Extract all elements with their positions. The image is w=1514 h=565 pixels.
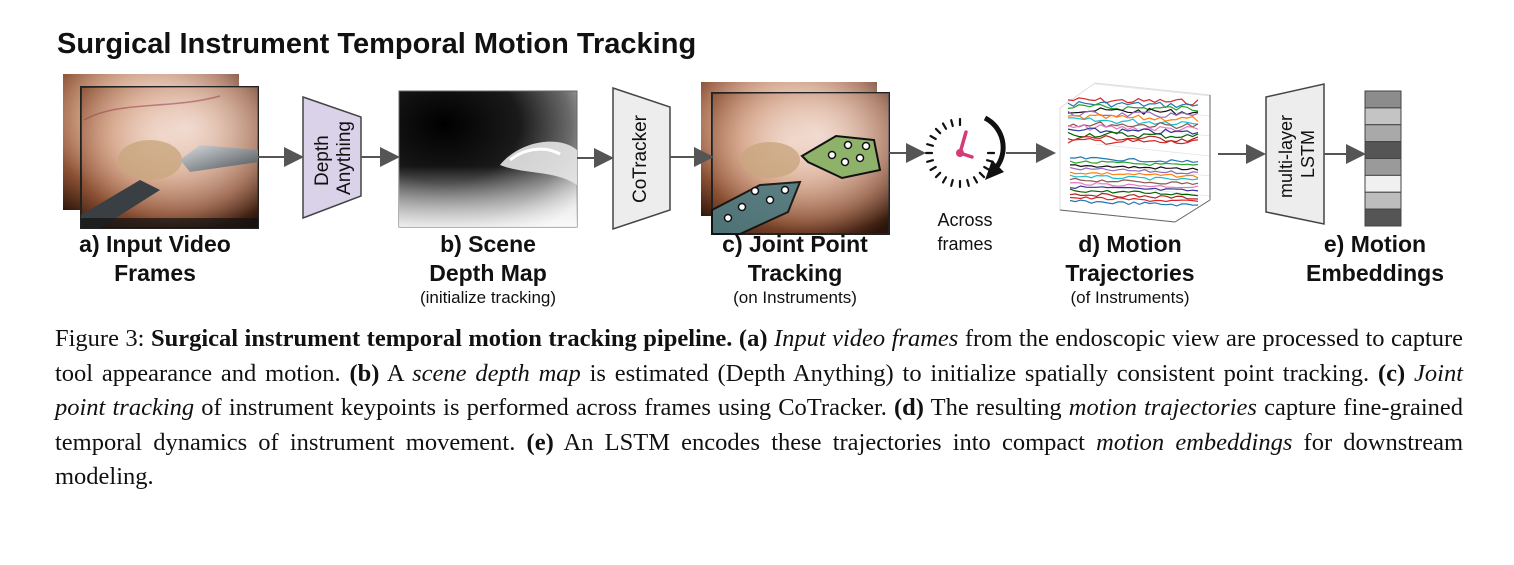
trajectory-line xyxy=(1068,105,1198,111)
stage-e-title-1: e) Motion xyxy=(1280,230,1470,259)
embedding-cell xyxy=(1365,159,1401,176)
depth-anything-label: Depth Anything xyxy=(312,121,355,195)
stage-c-sub: (on Instruments) xyxy=(690,288,900,308)
clock-tick xyxy=(951,120,953,126)
clock-tick xyxy=(967,180,969,186)
stage-a-title-1: a) Input Video xyxy=(40,230,270,259)
embedding-cell xyxy=(1365,125,1401,142)
clock-tick xyxy=(927,160,933,162)
caption-figure-label: Figure 3: xyxy=(55,325,144,352)
clock-tick xyxy=(936,173,940,177)
clock-tick xyxy=(931,136,936,139)
stage-b-title-1: b) Scene xyxy=(378,230,598,259)
embedding-cell xyxy=(1365,175,1401,192)
input-video-frames xyxy=(63,74,258,228)
stage-e-label: e) Motion Embeddings xyxy=(1280,230,1470,288)
plot-gridline xyxy=(1095,84,1210,96)
embedding-cell xyxy=(1365,108,1401,125)
scene-depth-map xyxy=(399,91,577,227)
embedding-cell xyxy=(1365,209,1401,226)
clock-tick xyxy=(943,124,946,129)
stage-c-title-1: c) Joint Point xyxy=(690,230,900,259)
clock-tick xyxy=(951,180,953,186)
caption-bold-title: Surgical instrument temporal motion trac… xyxy=(151,325,732,352)
stage-d-sub: (of Instruments) xyxy=(1025,288,1235,308)
clock-tick xyxy=(936,129,940,133)
embedding-cell xyxy=(1365,91,1401,108)
lstm-module: multi-layer LSTM xyxy=(1266,84,1324,224)
clock-tick xyxy=(980,173,984,177)
plot-gridline xyxy=(1095,144,1210,156)
trajectory-line xyxy=(1070,186,1198,191)
joint-point-tracking-frames xyxy=(701,82,889,234)
stage-c-label: c) Joint Point Tracking (on Instruments) xyxy=(690,230,900,308)
depth-anything-module: Depth Anything xyxy=(303,97,361,218)
stage-b-sub: (initialize tracking) xyxy=(378,288,598,308)
stage-d-title-2: Trajectories xyxy=(1025,259,1235,288)
trajectory-line xyxy=(1070,200,1198,206)
clock-tick xyxy=(931,167,936,170)
stage-e-title-2: Embeddings xyxy=(1280,259,1470,288)
embedding-cell xyxy=(1365,142,1401,159)
stage-a-label: a) Input Video Frames xyxy=(40,230,270,288)
trajectory-line xyxy=(1070,197,1198,202)
trajectory-line xyxy=(1068,128,1198,134)
clock-icon xyxy=(926,118,1004,187)
stage-d-label: d) Motion Trajectories (of Instruments) xyxy=(1025,230,1235,308)
cotracker-label: CoTracker xyxy=(630,114,651,203)
motion-trajectories-plot xyxy=(1060,83,1210,222)
clock-tick xyxy=(927,144,933,146)
clock-tick xyxy=(943,177,946,182)
embedding-cell xyxy=(1365,192,1401,209)
cotracker-module: CoTracker xyxy=(613,88,670,229)
figure-caption: Figure 3: Surgical instrument temporal m… xyxy=(55,322,1463,495)
trajectory-line xyxy=(1068,139,1198,145)
clock-tick xyxy=(974,177,977,182)
motion-embedding-vector xyxy=(1365,91,1401,226)
trajectory-line xyxy=(1070,175,1198,180)
stage-c-title-2: Tracking xyxy=(690,259,900,288)
stage-a-title-2: Frames xyxy=(40,259,270,288)
across-frames-label: Across frames xyxy=(905,208,1025,256)
stage-b-label: b) Scene Depth Map (initialize tracking) xyxy=(378,230,598,308)
stage-b-title-2: Depth Map xyxy=(378,259,598,288)
stage-d-title-1: d) Motion xyxy=(1025,230,1235,259)
